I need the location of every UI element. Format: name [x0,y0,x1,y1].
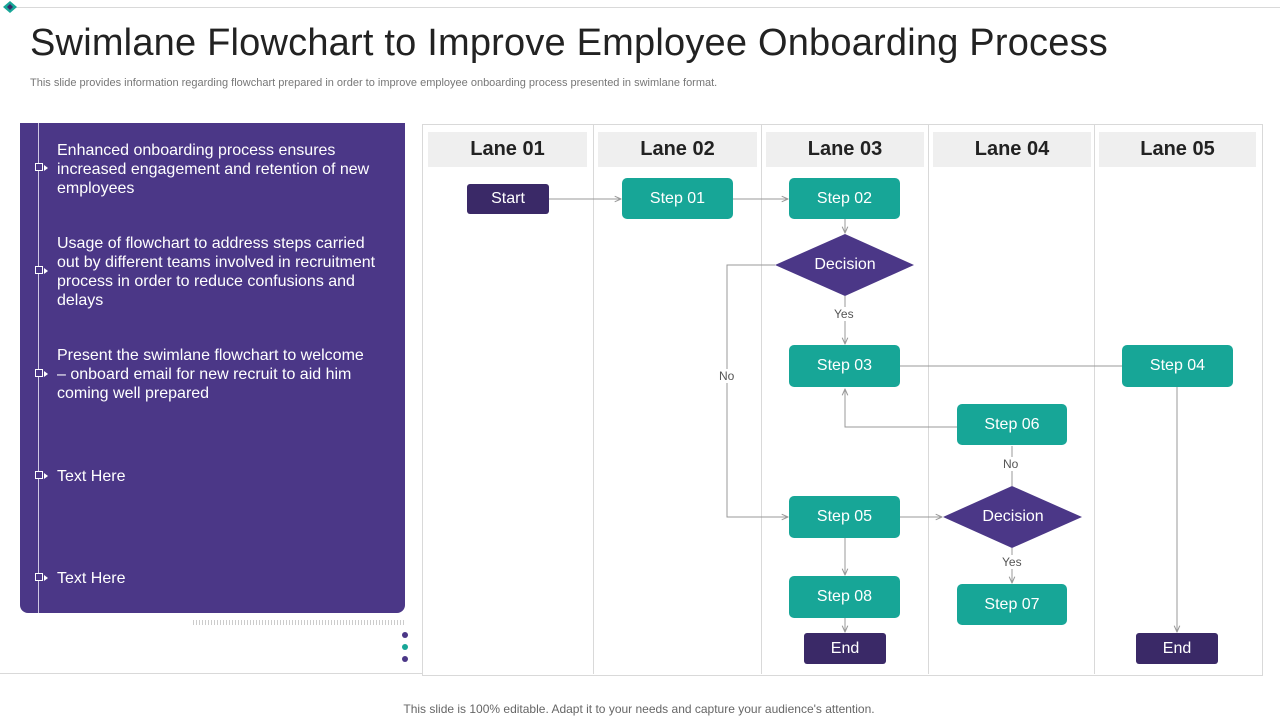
bullet-arrow-icon [44,165,48,171]
footer-note: This slide is 100% editable. Adapt it to… [403,702,875,716]
bullet-marker-icon [35,163,43,171]
lane-header-3: Lane 03 [766,132,924,167]
step-02-node: Step 02 [789,178,900,219]
page-title: Swimlane Flowchart to Improve Employee O… [30,22,1108,64]
bullet-text: Enhanced onboarding process ensures incr… [57,142,370,197]
lane-header-1: Lane 01 [428,132,587,167]
step-04-node: Step 04 [1122,345,1233,387]
bottom-rule [0,673,422,674]
lane-divider [1094,124,1095,674]
bullet-marker-icon [35,573,43,581]
diamond-logo-icon [3,1,17,13]
start-node: Start [467,184,549,214]
bullet-arrow-icon [44,473,48,479]
lane-header-4: Lane 04 [933,132,1091,167]
bullet-marker-icon [35,369,43,377]
lane-divider [928,124,929,674]
yes-label-1: Yes [832,307,856,321]
yes-label-2: Yes [1000,555,1024,569]
page-subtitle: This slide provides information regardin… [30,77,718,89]
bullet-marker-icon [35,471,43,479]
end-node-2: End [1136,633,1218,664]
step-01-node: Step 01 [622,178,733,219]
decision-diamond-1 [775,234,914,296]
step-05-node: Step 05 [789,496,900,538]
lane-header-5: Lane 05 [1099,132,1256,167]
bullet-arrow-icon [44,268,48,274]
no-label-2: No [1001,457,1021,471]
edge-decision-no-step05 [726,264,788,517]
lane-divider [761,124,762,674]
decision-2-label: Decision [982,508,1044,525]
no-label-1: No [717,369,737,383]
edge-step06-step03 [845,389,957,428]
lane-header-2: Lane 02 [598,132,757,167]
step-08-node: Step 08 [789,576,900,618]
timeline-line [38,123,39,613]
end-node-1: End [804,633,886,664]
bullet-text: Present the swimlane flowchart to welcom… [57,347,364,402]
decorative-dotted-strip [193,620,405,625]
lane-divider [593,124,594,674]
decorative-dot [402,632,408,638]
step-07-node: Step 07 [957,584,1067,625]
bullet-marker-icon [35,266,43,274]
bullet-text: Text Here [57,570,126,587]
decision-diamond-2 [943,486,1082,548]
decorative-dot [402,644,408,650]
bullet-arrow-icon [44,371,48,377]
decorative-dot [402,656,408,662]
swimlane-frame [422,124,1263,676]
bullet-text: Usage of flowchart to address steps carr… [57,235,376,309]
bullet-text: Text Here [57,468,126,485]
step-06-node: Step 06 [957,404,1067,445]
info-panel: Enhanced onboarding process ensures incr… [20,123,405,613]
bullet-arrow-icon [44,575,48,581]
step-03-node: Step 03 [789,345,900,387]
top-rule [12,7,1280,8]
decision-1-label: Decision [814,256,876,273]
